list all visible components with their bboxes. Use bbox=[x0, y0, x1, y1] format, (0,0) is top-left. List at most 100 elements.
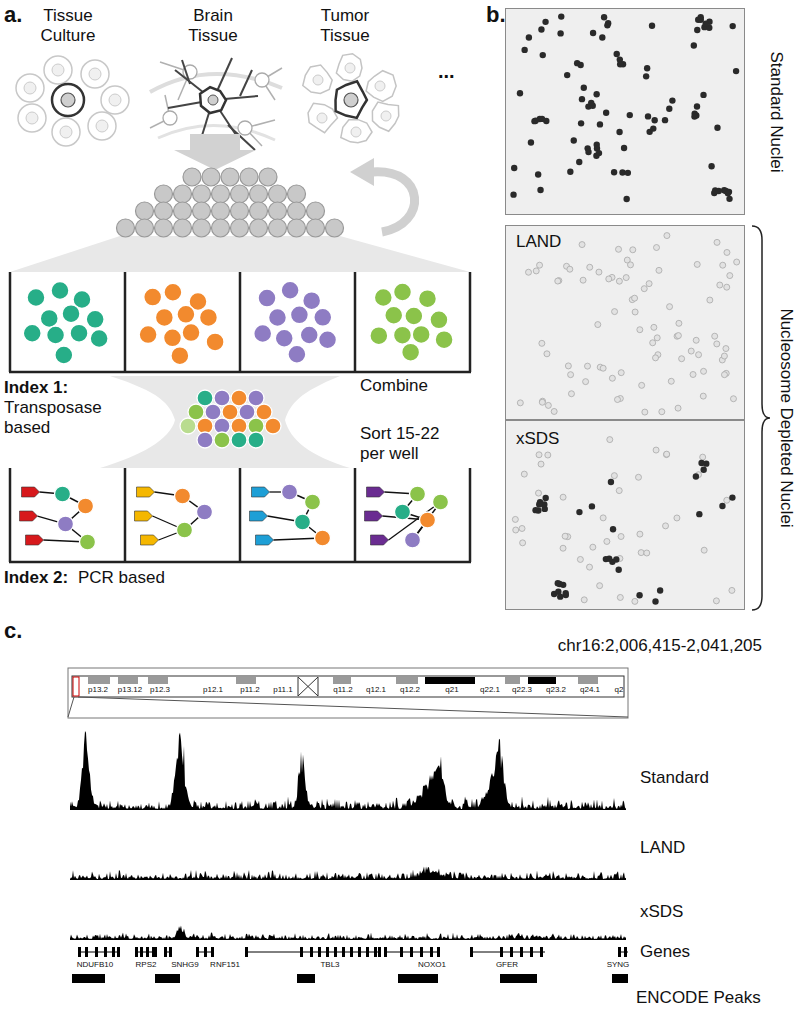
cell-nucleus bbox=[60, 126, 72, 138]
gene-exon bbox=[366, 947, 369, 957]
depleted-nucleus bbox=[664, 233, 670, 239]
stained-nucleus bbox=[725, 190, 731, 196]
depleted-nucleus bbox=[712, 333, 718, 339]
nucleus bbox=[174, 202, 192, 220]
depleted-nucleus bbox=[596, 269, 602, 275]
depleted-nucleus bbox=[587, 564, 593, 570]
tumor-cell bbox=[308, 103, 337, 132]
stained-nucleus bbox=[652, 598, 658, 604]
nucleus bbox=[212, 185, 230, 203]
cell-nucleus bbox=[26, 112, 38, 124]
indexed-nucleus bbox=[175, 488, 191, 504]
stained-nucleus bbox=[716, 188, 722, 194]
depleted-nucleus bbox=[520, 540, 526, 546]
tumor-cell bbox=[336, 81, 367, 118]
stained-nucleus bbox=[538, 26, 544, 32]
depleted-nucleus bbox=[607, 437, 613, 443]
nucleus bbox=[240, 168, 258, 186]
depleted-nucleus bbox=[545, 402, 551, 408]
depleted-nucleus bbox=[721, 353, 727, 359]
panel-c-art bbox=[68, 668, 628, 983]
stained-nucleus bbox=[540, 52, 546, 58]
index-tag bbox=[256, 535, 274, 545]
gene-exon bbox=[358, 947, 361, 957]
cell-nucleus bbox=[24, 82, 36, 94]
depleted-nucleus bbox=[600, 515, 606, 521]
depleted-nucleus bbox=[701, 547, 707, 553]
cultured-cell bbox=[81, 60, 109, 88]
indexed-nucleus bbox=[282, 484, 298, 500]
depleted-nucleus bbox=[727, 273, 733, 279]
flow-funnel bbox=[10, 236, 470, 272]
gene-exon bbox=[85, 947, 88, 957]
encode-peak bbox=[72, 974, 105, 983]
tumor-cell bbox=[341, 120, 372, 143]
cell-nucleus bbox=[345, 63, 355, 73]
stained-nucleus bbox=[627, 112, 633, 118]
depleted-nucleus bbox=[577, 556, 583, 562]
stained-nucleus bbox=[610, 526, 616, 532]
chromosome-band bbox=[148, 677, 168, 684]
depleted-nucleus bbox=[721, 372, 727, 378]
nucleus bbox=[155, 202, 173, 220]
nucleus bbox=[155, 219, 173, 237]
step-note: Sort 15-22 per well bbox=[360, 424, 460, 463]
depleted-nucleus bbox=[717, 282, 723, 288]
indexed-nucleus bbox=[80, 534, 96, 550]
stained-nucleus bbox=[694, 27, 700, 33]
well-wall bbox=[239, 272, 242, 372]
stained-nucleus bbox=[729, 23, 735, 29]
gene-exon bbox=[510, 947, 513, 957]
depleted-nucleus bbox=[668, 378, 674, 384]
depleted-nucleus bbox=[654, 335, 660, 341]
indexed-nucleus bbox=[393, 326, 411, 344]
stained-nucleus bbox=[590, 30, 596, 36]
depleted-nucleus bbox=[567, 266, 573, 272]
depleted-nucleus bbox=[616, 278, 622, 284]
panel-b-art bbox=[505, 8, 770, 610]
depleted-nucleus bbox=[637, 531, 643, 537]
depleted-nucleus bbox=[585, 363, 591, 369]
micrograph-panel: xSDS bbox=[505, 420, 745, 610]
indexed-nucleus bbox=[177, 522, 193, 538]
depleted-nucleus bbox=[526, 269, 532, 275]
stained-nucleus bbox=[528, 139, 534, 145]
nucleus bbox=[202, 168, 220, 186]
gene-exon bbox=[540, 947, 543, 957]
gene-exon bbox=[430, 947, 433, 957]
depleted-nucleus bbox=[663, 523, 669, 529]
stained-nucleus bbox=[555, 580, 561, 586]
indexed-nucleus bbox=[62, 305, 80, 323]
well-wall bbox=[354, 468, 357, 562]
stained-nucleus bbox=[532, 507, 538, 513]
indexed-nucleus bbox=[265, 418, 281, 434]
cell-nucleus bbox=[52, 64, 64, 76]
depleted-nucleus bbox=[694, 261, 700, 267]
cell-nucleus bbox=[96, 120, 108, 132]
indexed-nucleus bbox=[231, 432, 247, 448]
depleted-nucleus bbox=[679, 356, 685, 362]
indexed-nucleus bbox=[197, 390, 213, 406]
stained-nucleus bbox=[531, 118, 537, 124]
indexed-nucleus bbox=[412, 325, 430, 343]
depleted-nucleus bbox=[587, 264, 593, 270]
stained-nucleus bbox=[657, 587, 663, 593]
flow-arrow bbox=[174, 134, 256, 170]
indexed-nucleus bbox=[405, 307, 423, 325]
stained-nucleus bbox=[539, 116, 545, 122]
indexed-nucleus bbox=[319, 331, 337, 349]
depleted-nucleus bbox=[653, 447, 659, 453]
depleted-nucleus bbox=[568, 372, 574, 378]
step-title: Index 2: bbox=[4, 568, 68, 588]
band-label: q12.1 bbox=[366, 686, 386, 694]
stained-nucleus bbox=[593, 91, 599, 97]
depleted-nucleus bbox=[724, 284, 730, 290]
indexed-nucleus bbox=[303, 292, 321, 310]
cultured-cell bbox=[88, 112, 116, 140]
stained-nucleus bbox=[608, 479, 614, 485]
tumor-cell bbox=[336, 54, 362, 81]
cultured-cell bbox=[44, 56, 72, 84]
well-wall bbox=[354, 272, 357, 372]
depleted-nucleus bbox=[675, 333, 681, 339]
coverage-track bbox=[70, 731, 626, 810]
